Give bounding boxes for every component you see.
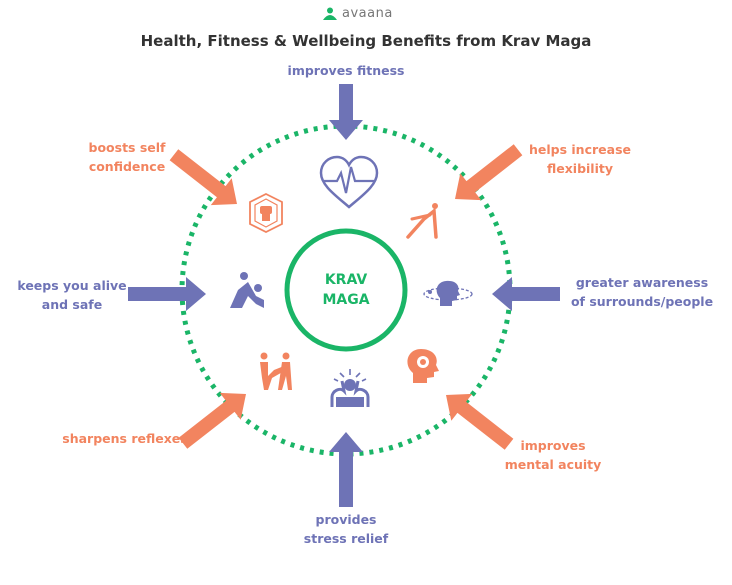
benefit-right-line1: greater awareness: [575, 275, 709, 290]
heart-rate-icon: [319, 155, 379, 209]
benefit-right-line2: of surrounds/people: [570, 294, 714, 309]
arrow-bottom-right: [446, 393, 514, 450]
sparring-kick-icon: [260, 352, 292, 390]
benefit-top-right-line2: flexibility: [546, 161, 613, 176]
benefit-bottom-label: provides stress relief: [286, 510, 406, 548]
arrow-left: [128, 277, 206, 311]
arrow-top-left: [169, 149, 237, 206]
arrow-top-right: [455, 144, 523, 201]
benefit-top-right-line1: helps increase: [529, 142, 631, 157]
benefit-top-line1: improves fitness: [287, 63, 405, 78]
benefit-bottom-line2: stress relief: [303, 531, 389, 546]
center-ring: [284, 228, 408, 352]
head-orbit-icon: [423, 280, 473, 306]
benefit-top-left-label: boosts self confidence: [72, 138, 182, 176]
benefit-top-right-label: helps increase flexibility: [520, 140, 640, 178]
benefit-left-line1: keeps you alive: [17, 278, 127, 293]
diagram-title: Health, Fitness & Wellbeing Benefits fro…: [140, 32, 592, 50]
person-pair-logo-icon: [323, 7, 337, 20]
stressed-person-icon: [330, 369, 370, 407]
logo-text: avaana: [342, 6, 393, 21]
benefit-bottom-right-line2: mental acuity: [504, 457, 602, 472]
arrow-bottom-left: [178, 392, 246, 449]
benefit-bottom-left-label: sharpens reflexes: [50, 429, 200, 448]
benefit-bottom-right-label: improves mental acuity: [488, 436, 618, 474]
center-label-line2: MAGA: [322, 292, 370, 308]
benefit-left-line2: and safe: [41, 297, 103, 312]
logo: avaana: [322, 6, 393, 21]
benefit-left-label: keeps you alive and safe: [12, 276, 132, 314]
benefit-top-label: improves fitness: [246, 61, 446, 80]
benefit-bottom-left-line1: sharpens reflexes: [62, 431, 188, 446]
arrow-right: [492, 277, 560, 311]
arrow-bottom: [329, 432, 363, 507]
center-label-line1: KRAV: [324, 272, 368, 288]
grappling-icon: [230, 272, 264, 308]
benefit-bottom-line1: provides: [315, 512, 377, 527]
head-target-icon: [407, 349, 439, 383]
benefit-bottom-right-line1: improves: [520, 438, 586, 453]
benefit-top-left-line2: confidence: [88, 159, 166, 174]
arrow-top: [329, 84, 363, 140]
fist-badge-icon: [249, 192, 283, 234]
yoga-pose-icon: [406, 203, 438, 239]
benefit-right-label: greater awareness of surrounds/people: [558, 273, 726, 311]
benefit-top-left-line1: boosts self: [88, 140, 166, 155]
center-label: KRAV MAGA: [286, 270, 406, 310]
